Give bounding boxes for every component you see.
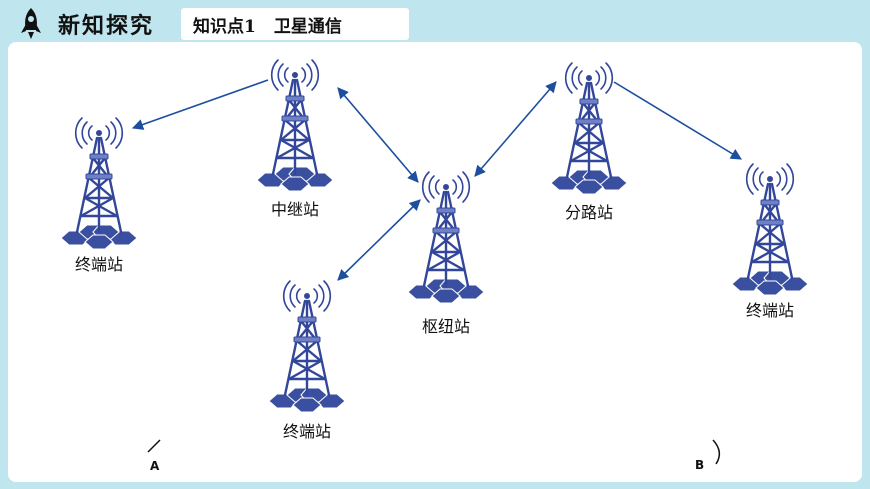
station-label-terminal-left: 终端站 — [75, 255, 123, 274]
rocket-icon — [21, 8, 41, 39]
station-label-terminal-bottom: 终端站 — [283, 422, 331, 441]
tower-terminal-bottom — [267, 279, 347, 414]
tower-hub — [406, 170, 486, 305]
topic-tab: 知识点1 卫星通信 — [181, 8, 409, 40]
station-label-terminal-right: 终端站 — [746, 301, 794, 320]
link-hub-terminal-bottom — [337, 199, 421, 281]
station-label-hub: 枢纽站 — [422, 317, 470, 336]
corner-label-b: B — [695, 458, 704, 472]
tower-terminal-right — [730, 162, 810, 297]
station-label-relay: 中继站 — [271, 200, 319, 219]
link-relay-hub — [337, 87, 419, 183]
section-title: 新知探究 — [58, 13, 155, 39]
link-arrows — [131, 79, 742, 281]
link-relay-terminal-left — [131, 79, 269, 130]
corner-label-a: A — [150, 459, 160, 473]
link-branch-terminal-right — [613, 81, 742, 160]
topic-title: 卫星通信 — [273, 16, 342, 37]
link-hub-branch — [474, 81, 557, 177]
corner-mark-right — [712, 439, 721, 465]
corner-mark-left — [147, 439, 161, 453]
topic-number: 知识点1 — [193, 16, 256, 37]
station-label-branch: 分路站 — [565, 203, 613, 222]
content-panel — [8, 42, 862, 482]
tower-terminal-left — [59, 116, 139, 251]
tower-relay — [255, 58, 335, 193]
